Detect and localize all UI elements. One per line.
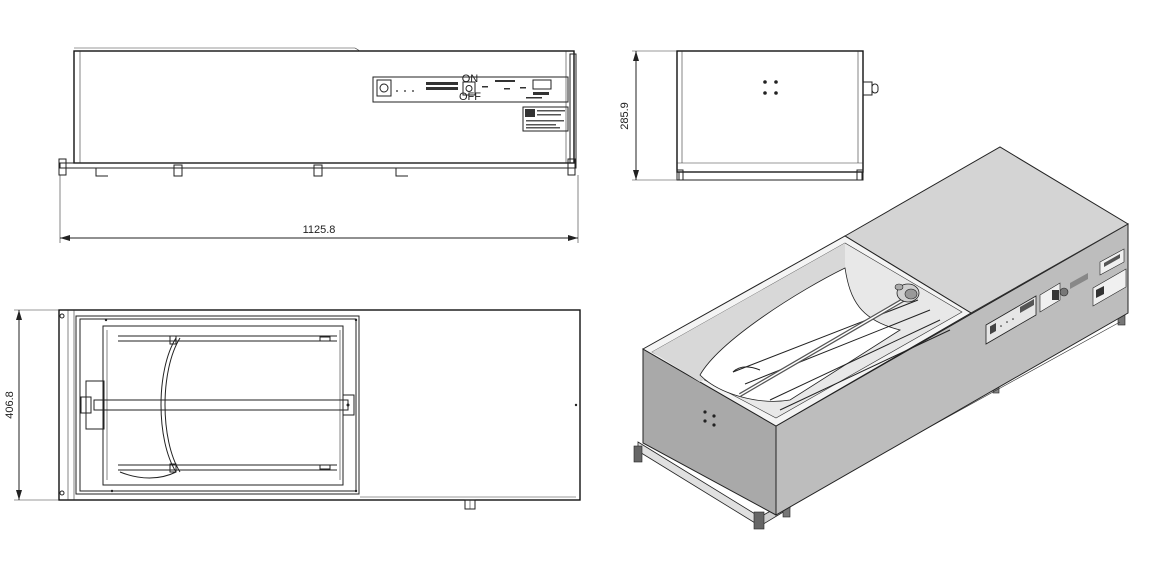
side-view: 285.9 (619, 50, 879, 181)
drum-hub (894, 283, 920, 303)
drum (699, 267, 901, 402)
dimension-length: 1125.8 (59, 175, 579, 243)
dimension-height-label: 285.9 (619, 102, 631, 130)
control-panel-front (372, 76, 569, 103)
isometric-view (633, 146, 1129, 530)
control-panel-iso (985, 248, 1127, 345)
front-view: ON OFF 1125.8 (58, 47, 579, 243)
top-view: 406.8 (4, 309, 581, 510)
dimension-width-label: 406.8 (4, 391, 16, 419)
on-label: ON (462, 73, 479, 85)
dimension-length-label: 1125.8 (303, 224, 336, 236)
off-label: OFF (459, 91, 481, 103)
dimension-height: 285.9 (619, 50, 677, 181)
dimension-width: 406.8 (4, 309, 59, 501)
warning-label-plate (522, 106, 569, 132)
